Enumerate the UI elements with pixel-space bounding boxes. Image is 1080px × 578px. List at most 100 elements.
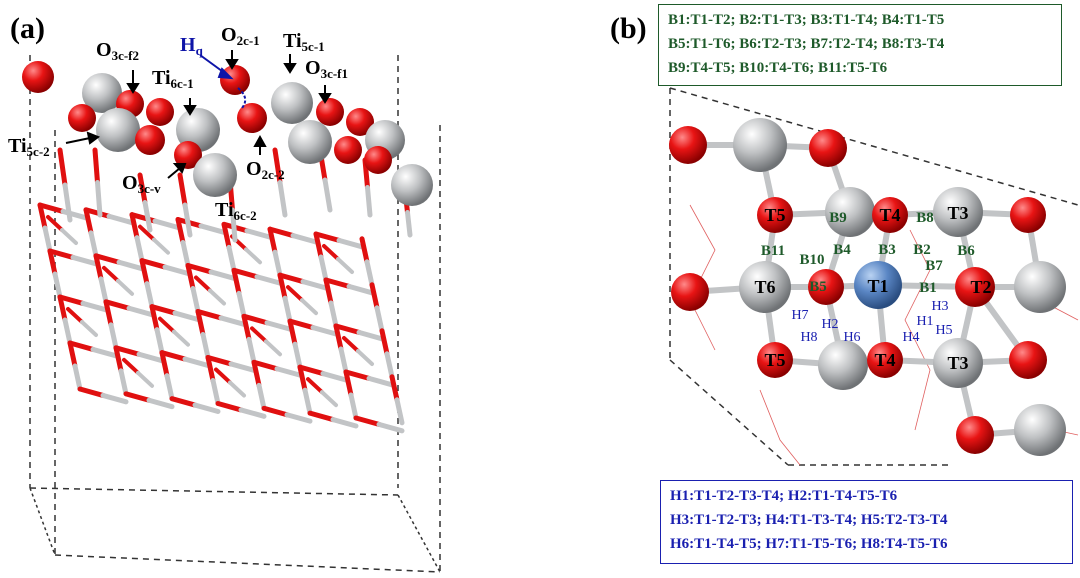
panel-b-cell-box [669,87,1079,466]
lattice-bond-ti [164,373,175,402]
bridge-site-legend: B1:T1-T2; B2:T1-T3; B3:T1-T4; B4:T1-T5 B… [658,4,1062,86]
lattice-diag-ti [228,380,246,398]
lattice-bond-ti [254,274,283,286]
lattice-bond-o [67,340,96,352]
panel-a-label: (a) [10,12,45,45]
oxygen-atom [334,136,362,164]
lattice-bond-ti [300,279,329,291]
lattice-bond-o [149,304,160,333]
titanium-atom [1014,261,1066,313]
lattice-bond-o [149,304,178,316]
oxygen-atom [220,65,250,95]
site-label-t1: T1 [867,276,888,296]
lattice-bond-ti [136,351,165,364]
lattice-bond-o [129,212,158,224]
lattice-bond-o [323,277,334,306]
bridge-legend-line: B5:T1-T6; B6:T2-T3; B7:T2-T4; B8:T3-T4 [668,36,945,52]
titanium-atom [391,164,433,206]
lattice-bond-o [113,345,124,374]
lattice-bond-o [251,359,262,388]
titanium-atom [271,82,313,124]
lattice-bond-ti [80,300,109,313]
lattice-diag-ti [208,288,226,306]
hollow-legend-line: H1:T1-T2-T3-T4; H2:T1-T4-T5-T6 [670,488,898,504]
site-label-t6: T6 [754,277,775,297]
lattice-diag-o [194,275,212,293]
surface-leg-ti [182,202,193,238]
lattice-bond-ti [106,213,135,226]
lattice-bond-o [93,253,122,265]
surface-leg-ti [277,180,288,218]
lattice-bond-ti [118,368,129,397]
site-label-b11: B11 [761,243,785,259]
site-label-t2: T2 [970,277,991,297]
lattice-bond-ti [320,371,349,383]
lattice-bond-ti [100,392,129,405]
lattice-bond-ti [256,382,267,411]
oxygen-atom [135,125,165,155]
lattice-diag-o [342,335,360,353]
lattice-bond-ti [310,325,339,337]
site-label-h7: H7 [791,308,808,323]
site-label-t3a: T3 [947,203,968,223]
lattice-diag-ti [300,298,318,316]
lattice-bond-ti [108,322,119,351]
surface-leg-ti [62,182,73,223]
oxygen-atom [757,197,793,233]
lattice-bond-o [277,272,288,301]
titanium-atom [825,187,875,237]
lattice-diag-o [138,224,156,242]
oxygen-atom [237,103,267,133]
surface-leg-o [92,147,100,185]
site-label-h6: H6 [843,330,860,345]
site-label-b3: B3 [878,242,896,258]
lattice-bond-ti [290,233,319,245]
label-o2c-1: O2c-1 [221,24,260,48]
lattice-bond-ti [328,300,339,329]
oxygen-atom [669,126,707,164]
lattice-bond-o [379,328,390,357]
lattice-bond-ti [154,327,165,356]
lattice-bond-ti [330,417,359,429]
lattice-bond-ti [90,346,119,359]
hollow-legend-line: H6:T1-T4-T5; H7:T1-T5-T6; H8:T4-T5-T6 [670,536,948,552]
lattice-bond-o [307,410,336,423]
lattice-bond-o [57,294,68,323]
lattice-bond-ti [244,228,273,240]
lattice-bond-o [159,350,188,362]
oxygen-atom [809,129,847,167]
lattice-bond-o [231,267,242,296]
label-o3c-f1: O3c-f1 [305,57,348,81]
lattice-bond-ti [190,285,201,314]
panel-b-thin-lines [689,204,1079,466]
oxygen-atom [146,98,174,126]
site-label-h8: H8 [800,330,817,345]
lattice-bond-o [369,282,380,311]
site-label-t5b: T5 [764,350,785,370]
oxygen-atom [316,98,344,126]
panel-b-label: (b) [610,12,647,45]
titanium-atom [176,108,220,152]
surface-leg-ti [322,177,333,213]
surface-leg-ti [230,207,238,243]
hq-arrow [199,54,247,109]
oxygen-atom [808,269,844,305]
surface-leg-ti [142,200,153,233]
lattice-bond-ti [236,290,247,319]
lattice-bond-ti [88,230,99,259]
lattice-bond-o [333,323,362,335]
lattice-bond-ti [162,264,191,276]
lattice-bond-o [323,277,352,289]
lattice-diag-ti [356,348,374,366]
lattice-diag-o [250,326,268,344]
bridge-legend-line: B9:T4-T5; B10:T4-T6; B11:T5-T6 [668,60,888,76]
adsorbate-site-atom [854,261,902,309]
oxygen-atom [956,416,994,454]
site-label-b10: B10 [799,252,824,268]
titanium-atom [739,261,791,313]
lattice-bond-o [37,202,66,214]
lattice-bond-o [93,253,104,282]
surface-leg-ti [405,210,413,238]
label-ti6c-2: Ti6c-2 [215,199,257,223]
oxygen-atom [364,146,392,174]
